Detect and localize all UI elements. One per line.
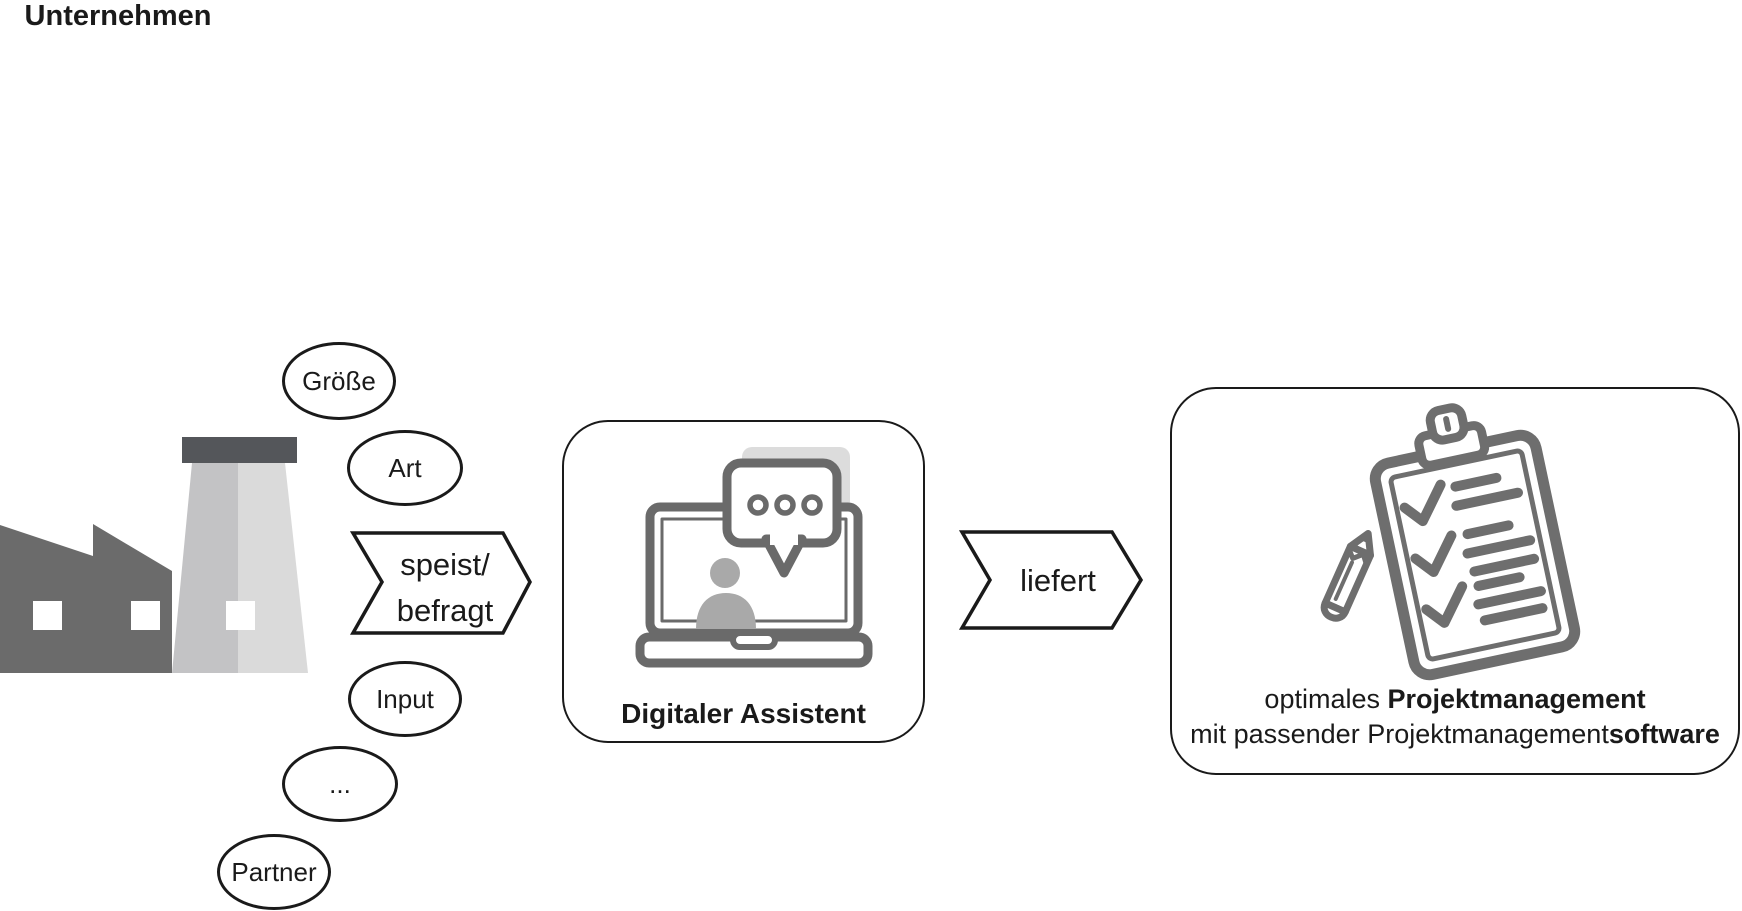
result-caption-line1-regular: optimales xyxy=(1264,684,1388,714)
laptop-base-notch xyxy=(730,630,778,650)
checklist-line xyxy=(1462,520,1514,540)
attribute-node-groesse: Größe xyxy=(282,342,396,420)
factory-chimney-cap xyxy=(182,437,297,463)
attribute-node-input: Input xyxy=(348,661,462,737)
checklist-line xyxy=(1473,572,1525,591)
checklist-check xyxy=(1421,581,1468,628)
factory-window xyxy=(33,601,62,630)
result-caption-line2-bold: software xyxy=(1608,719,1720,749)
checklist-line xyxy=(1473,586,1546,610)
typing-dot xyxy=(747,494,769,516)
pencil-end-cap xyxy=(1320,599,1349,622)
assistant-label: Digitaler Assistent xyxy=(621,698,866,729)
checklist-check xyxy=(1410,530,1457,577)
attribute-label: Input xyxy=(376,683,434,714)
factory-chimney-right xyxy=(238,463,308,673)
typing-dot xyxy=(774,494,796,516)
typing-dot xyxy=(801,494,823,516)
attribute-label: Partner xyxy=(231,856,317,887)
factory-chimney-left xyxy=(172,463,238,673)
feed-arrow-label-line1: speist/ xyxy=(400,547,490,582)
attribute-node-art: Art xyxy=(347,430,463,506)
checklist-line xyxy=(1450,472,1502,492)
deliver-arrow: liefert xyxy=(958,530,1144,630)
checklist-rows xyxy=(1399,472,1548,628)
pencil-lead xyxy=(1359,533,1370,544)
pencil-collar xyxy=(1346,546,1369,567)
attribute-label: Art xyxy=(388,452,422,483)
person-icon-head xyxy=(710,558,740,588)
clipboard-clip-mark xyxy=(1443,416,1452,432)
deliver-arrow-label: liefert xyxy=(1020,563,1096,598)
clipboard-checklist-pencil-icon xyxy=(1320,403,1581,681)
laptop-person-chat-icon xyxy=(635,447,873,668)
result-caption-line2-regular: mit passender Projektmanagement xyxy=(1190,719,1609,749)
pencil-body-line xyxy=(1333,560,1354,601)
pencil-icon xyxy=(1320,529,1374,622)
result-caption-line1: optimales Projektmanagement xyxy=(1170,682,1740,717)
factory-building xyxy=(0,524,172,673)
feed-arrow: speist/ befragt xyxy=(350,531,532,635)
person-icon-body xyxy=(696,593,756,629)
checklist-line xyxy=(1479,603,1548,626)
feed-arrow-label-line2: befragt xyxy=(397,593,494,628)
result-caption-line2: mit passender Projektmanagementsoftware xyxy=(1170,717,1740,752)
checklist-line xyxy=(1451,487,1523,511)
result-caption: optimales Projektmanagement mit passende… xyxy=(1170,682,1740,752)
company-label: Unternehmen xyxy=(24,0,212,32)
checklist-line xyxy=(1462,535,1536,559)
attribute-label: Größe xyxy=(302,365,376,396)
feed-arrow-shape xyxy=(350,531,532,635)
attribute-label: ... xyxy=(329,768,351,799)
deliver-arrow-shape xyxy=(958,530,1144,630)
factory-icon xyxy=(0,437,308,673)
attribute-node-partner: Partner xyxy=(217,834,331,910)
checklist-line xyxy=(1469,553,1540,577)
speech-bubble-tail-join xyxy=(770,534,798,545)
result-caption-line1-bold: Projektmanagement xyxy=(1387,684,1646,714)
factory-window xyxy=(131,601,160,630)
attribute-node-etc: ... xyxy=(282,746,398,822)
checklist-check xyxy=(1399,479,1446,527)
factory-window xyxy=(226,601,255,630)
